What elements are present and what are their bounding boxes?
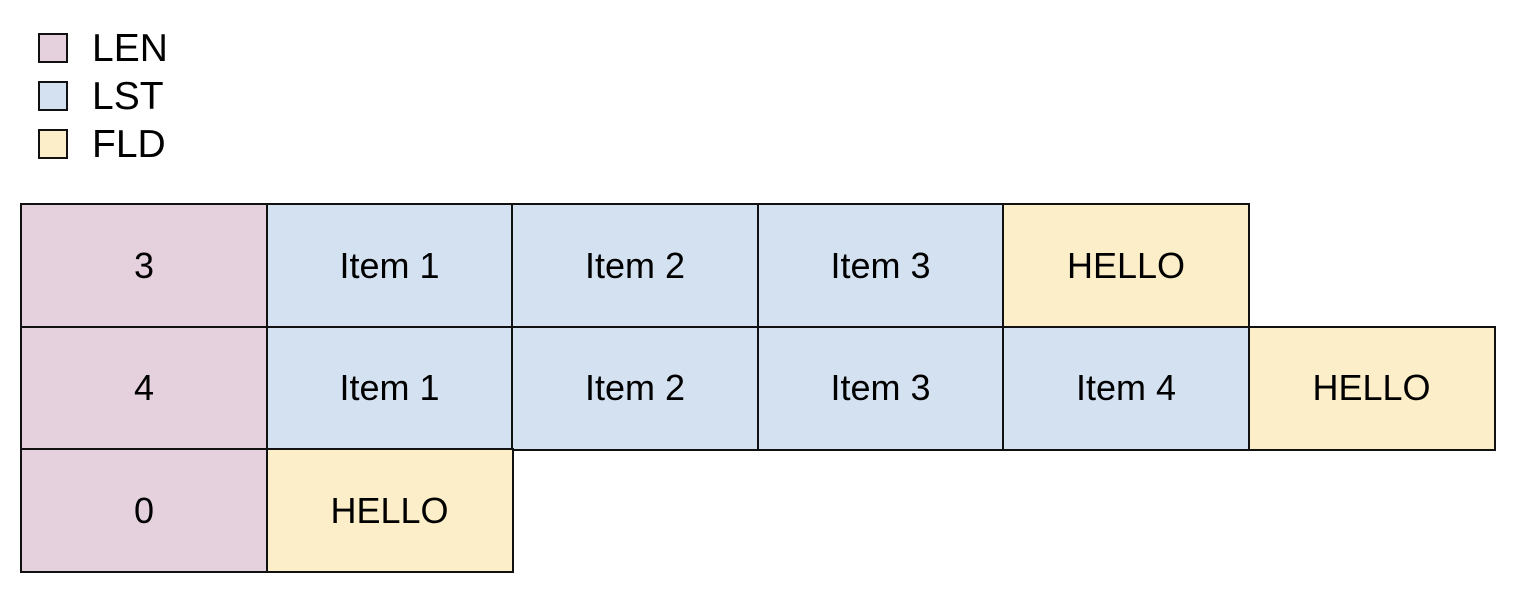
table-cell-lst: Item 2 <box>511 203 759 328</box>
table-cell-lst: Item 3 <box>756 203 1005 328</box>
table-cell-lst: Item 2 <box>511 325 759 451</box>
table-cell-lst: Item 1 <box>265 203 514 328</box>
table-cell-len: 0 <box>20 448 268 573</box>
legend-swatch-fld-icon <box>38 129 68 159</box>
table-cell-fld: HELLO <box>1247 325 1496 451</box>
legend-label: LEN <box>92 26 168 70</box>
legend-item-lst: LST <box>38 72 168 120</box>
legend-swatch-lst-icon <box>38 81 68 111</box>
table-cell-fld: HELLO <box>1002 203 1250 328</box>
legend-swatch-len-icon <box>38 33 68 63</box>
legend-label: LST <box>92 74 164 118</box>
table-cell-lst: Item 1 <box>265 325 514 451</box>
legend-item-fld: FLD <box>38 120 168 168</box>
legend-item-len: LEN <box>38 24 168 72</box>
table-cell-lst: Item 4 <box>1002 325 1250 451</box>
table-cell-len: 4 <box>20 325 268 451</box>
legend-label: FLD <box>92 122 166 166</box>
table-cell-len: 3 <box>20 203 268 328</box>
table-cell-lst: Item 3 <box>756 325 1005 451</box>
table-cell-fld: HELLO <box>265 448 514 573</box>
